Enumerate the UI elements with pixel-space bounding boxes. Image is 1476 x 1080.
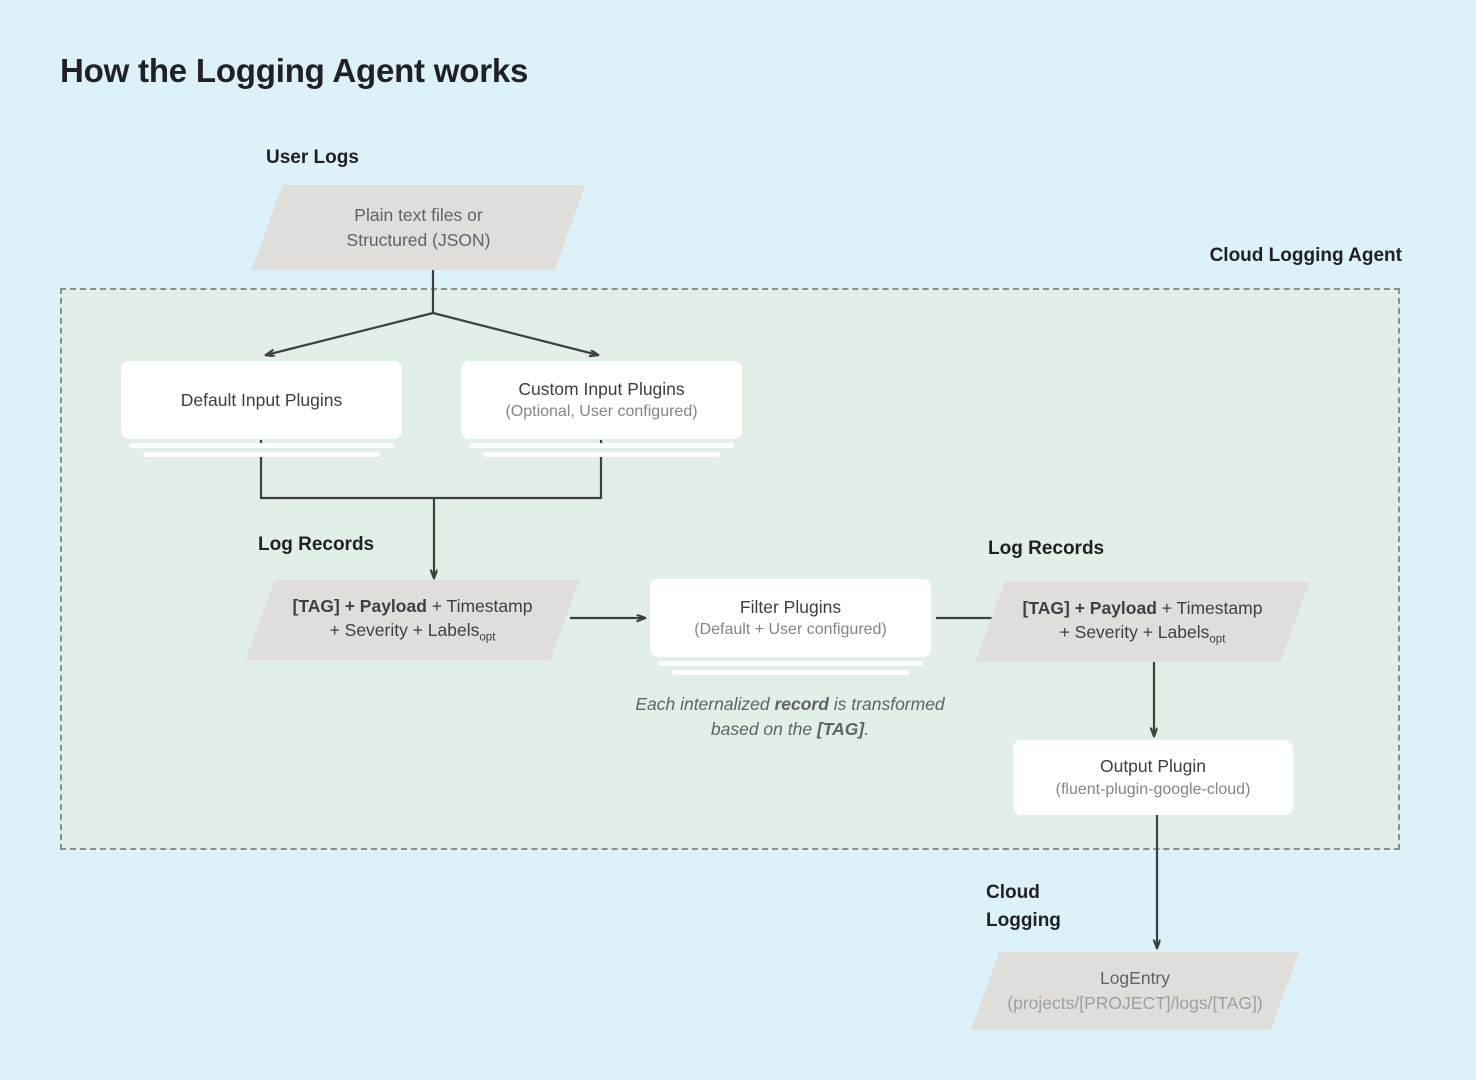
filter-plugins-subtitle: (Default + User configured) xyxy=(694,621,887,639)
custom-input-plugins-title: Custom Input Plugins xyxy=(518,378,685,399)
log-record-left-subscript: opt xyxy=(479,631,496,644)
log-record-left-line1: [TAG] + Payload + Timestamp xyxy=(293,594,533,619)
log-record-left-bold: [TAG] + Payload xyxy=(292,595,427,616)
node-user-logs-source: Plain text files or Structured (JSON) xyxy=(251,185,586,270)
output-plugin-subtitle: (fluent-plugin-google-cloud) xyxy=(1055,780,1251,798)
caption-part-4: . xyxy=(864,718,870,739)
card-stack-line-2 xyxy=(483,452,720,457)
card-stack-line-2 xyxy=(672,670,909,675)
custom-input-plugins-subtitle: (Optional, User configured) xyxy=(505,403,698,421)
node-default-input-plugins[interactable]: Default Input Plugins xyxy=(121,361,402,457)
card-stack-line-1 xyxy=(469,443,734,448)
node-log-entry: LogEntry (projects/[PROJECT]/logs/[TAG]) xyxy=(970,952,1300,1030)
label-cloud-logging: Cloud Logging xyxy=(986,882,1061,931)
caption-transform-note: Each internalized record is transformed … xyxy=(620,692,960,741)
default-input-plugins-title: Default Input Plugins xyxy=(180,389,343,410)
card-stack-line-1 xyxy=(129,443,394,448)
card-stack-line-1 xyxy=(658,661,923,666)
log-record-right-subscript: opt xyxy=(1209,633,1226,646)
label-cloud-logging-agent: Cloud Logging Agent xyxy=(1209,245,1402,266)
node-output-plugin[interactable]: Output Plugin (fluent-plugin-google-clou… xyxy=(1013,740,1293,815)
card-body: Output Plugin (fluent-plugin-google-clou… xyxy=(1013,740,1293,815)
log-record-left-line2: + Severity + Labelsopt xyxy=(330,618,496,646)
user-logs-source-line2: Structured (JSON) xyxy=(346,229,491,250)
user-logs-source-line1: Plain text files or xyxy=(354,204,483,225)
label-log-records-left: Log Records xyxy=(258,534,375,555)
card-body: Custom Input Plugins (Optional, User con… xyxy=(461,361,742,439)
log-record-right-line1: [TAG] + Payload + Timestamp xyxy=(1023,596,1263,621)
log-record-left-rest: + Timestamp xyxy=(426,595,533,616)
filter-plugins-title: Filter Plugins xyxy=(739,596,842,617)
node-log-record-left: [TAG] + Payload + Timestamp + Severity +… xyxy=(245,580,580,660)
node-log-record-right: [TAG] + Payload + Timestamp + Severity +… xyxy=(975,582,1310,662)
log-entry-title: LogEntry xyxy=(1099,968,1171,989)
log-record-right-line2: + Severity + Labelsopt xyxy=(1060,620,1226,648)
caption-part-2: is xyxy=(828,694,847,714)
caption-part-3: transformed based on the xyxy=(710,694,945,739)
node-filter-plugins[interactable]: Filter Plugins (Default + User configure… xyxy=(650,579,931,675)
card-stack-line-2 xyxy=(143,452,380,457)
node-custom-input-plugins[interactable]: Custom Input Plugins (Optional, User con… xyxy=(461,361,742,457)
caption-part-1: Each internalized xyxy=(635,694,775,714)
label-log-records-right: Log Records xyxy=(988,538,1105,559)
log-record-right-line2-text: + Severity + Labels xyxy=(1059,622,1210,643)
caption-record-bold: record xyxy=(774,694,829,714)
caption-tag-bold: [TAG] xyxy=(816,718,865,739)
log-entry-subtitle: (projects/[PROJECT]/logs/[TAG]) xyxy=(1007,993,1263,1013)
log-record-right-rest: + Timestamp xyxy=(1156,597,1263,618)
output-plugin-title: Output Plugin xyxy=(1099,756,1207,777)
log-record-left-line2-text: + Severity + Labels xyxy=(329,620,480,641)
page-title: How the Logging Agent works xyxy=(60,52,529,89)
log-record-right-bold: [TAG] + Payload xyxy=(1022,597,1157,618)
card-body: Filter Plugins (Default + User configure… xyxy=(650,579,931,657)
card-body: Default Input Plugins xyxy=(121,361,402,439)
label-user-logs: User Logs xyxy=(266,147,359,168)
